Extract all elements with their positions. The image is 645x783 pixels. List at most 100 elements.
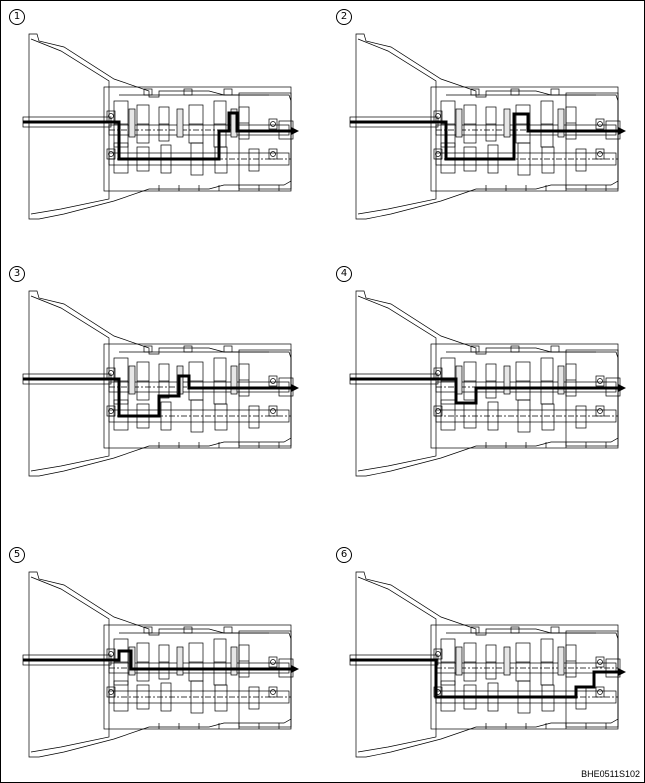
output-flange bbox=[605, 658, 621, 678]
counter-gear bbox=[190, 680, 204, 714]
counter-gear bbox=[575, 148, 587, 172]
power-flow-path bbox=[23, 649, 291, 671]
shift-fork bbox=[550, 626, 560, 634]
bearing bbox=[268, 405, 278, 417]
bearing bbox=[268, 375, 278, 387]
synchronizer-sleeve bbox=[557, 365, 565, 395]
shift-fork bbox=[143, 88, 153, 96]
shift-fork bbox=[510, 88, 520, 96]
bearing bbox=[595, 686, 605, 698]
transmission-case bbox=[103, 343, 292, 449]
counter-gear bbox=[248, 686, 260, 710]
synchronizer-sleeve bbox=[503, 365, 511, 395]
power-flow-panel-4: 4 bbox=[336, 266, 636, 486]
bearing-ball bbox=[435, 651, 441, 657]
synchronizer-sleeve bbox=[557, 646, 565, 676]
clutch-housing-inner-line bbox=[30, 295, 110, 472]
clutch-housing-outline bbox=[355, 33, 619, 220]
transmission-diagram-1 bbox=[22, 33, 299, 220]
clutch-housing-outline bbox=[355, 290, 619, 477]
bearing-ball bbox=[108, 370, 114, 376]
transmission-case bbox=[430, 86, 619, 192]
power-flow-path bbox=[350, 658, 618, 699]
shift-fork bbox=[183, 88, 193, 96]
counter-gear bbox=[575, 405, 587, 429]
clutch-housing-outline bbox=[355, 571, 619, 758]
bearing-ball bbox=[108, 408, 114, 414]
clutch-housing-inner-line bbox=[30, 576, 110, 753]
shift-fork bbox=[550, 345, 560, 353]
figure-code: BHE0511S102 bbox=[581, 769, 640, 779]
transmission-case bbox=[430, 343, 619, 449]
synchronizer-sleeve bbox=[128, 108, 136, 138]
synchronizer-sleeve bbox=[230, 365, 238, 395]
bearing-ball bbox=[108, 689, 114, 695]
shift-fork bbox=[183, 626, 193, 634]
power-flow-panel-5: 5 bbox=[9, 547, 309, 767]
counter-gear bbox=[517, 399, 531, 433]
counter-gear bbox=[541, 146, 555, 174]
transmission-diagram-6 bbox=[349, 571, 626, 758]
bearing bbox=[106, 405, 116, 417]
panel-number-3: 3 bbox=[9, 266, 25, 282]
bearing-ball bbox=[597, 378, 603, 384]
bearing-ball bbox=[270, 408, 276, 414]
counter-gear bbox=[248, 405, 260, 429]
synchronizer-sleeve bbox=[503, 108, 511, 138]
bearing bbox=[106, 686, 116, 698]
power-flow-arrow-head bbox=[291, 384, 299, 392]
extension-housing bbox=[565, 630, 619, 728]
bearing bbox=[595, 656, 605, 668]
power-flow-path bbox=[350, 377, 618, 405]
clutch-housing-outline bbox=[28, 33, 292, 220]
transmission-case bbox=[103, 86, 292, 192]
bearing-ball bbox=[597, 689, 603, 695]
bearing-ball bbox=[435, 408, 441, 414]
transmission-diagram-5 bbox=[22, 571, 299, 758]
extension-housing bbox=[565, 92, 619, 190]
bearing bbox=[433, 148, 443, 160]
counter-gear bbox=[487, 401, 499, 431]
clutch-housing-inner-line bbox=[357, 295, 437, 472]
shift-fork bbox=[470, 88, 480, 96]
bearing bbox=[268, 686, 278, 698]
counter-gear bbox=[440, 399, 456, 431]
shift-fork bbox=[470, 345, 480, 353]
power-flow-panel-3: 3 bbox=[9, 266, 309, 486]
bearing-ball bbox=[270, 689, 276, 695]
power-flow-panel-2: 2 bbox=[336, 9, 636, 229]
bearing-ball bbox=[435, 151, 441, 157]
bearing bbox=[433, 648, 443, 660]
bearing-ball bbox=[435, 113, 441, 119]
extension-housing bbox=[238, 349, 292, 447]
bearing bbox=[106, 148, 116, 160]
counter-gear bbox=[541, 403, 555, 431]
power-flow-arrow-head bbox=[291, 127, 299, 135]
power-flow-panel-6: 6 bbox=[336, 547, 636, 767]
shift-fork bbox=[550, 88, 560, 96]
counter-gear bbox=[248, 148, 260, 172]
shift-fork bbox=[223, 88, 233, 96]
power-flow-arrow-head bbox=[618, 127, 626, 135]
clutch-housing-inner-line bbox=[357, 576, 437, 753]
counter-gear bbox=[160, 401, 172, 431]
shift-fork bbox=[183, 345, 193, 353]
bearing-ball bbox=[597, 151, 603, 157]
bearing bbox=[595, 118, 605, 130]
extension-housing bbox=[238, 630, 292, 728]
synchronizer-sleeve bbox=[455, 646, 463, 676]
clutch-housing-inner-line bbox=[357, 38, 437, 215]
counter-gear bbox=[214, 684, 228, 712]
bearing bbox=[268, 118, 278, 130]
bearing-ball bbox=[597, 408, 603, 414]
synchronizer-sleeve bbox=[557, 108, 565, 138]
bearing-ball bbox=[108, 113, 114, 119]
clutch-housing-inner-line bbox=[30, 38, 110, 215]
counter-gear bbox=[136, 684, 150, 710]
shift-fork bbox=[143, 626, 153, 634]
synchronizer-sleeve bbox=[176, 108, 184, 138]
bearing bbox=[595, 405, 605, 417]
counter-gear bbox=[214, 403, 228, 431]
counter-gear bbox=[517, 142, 531, 176]
